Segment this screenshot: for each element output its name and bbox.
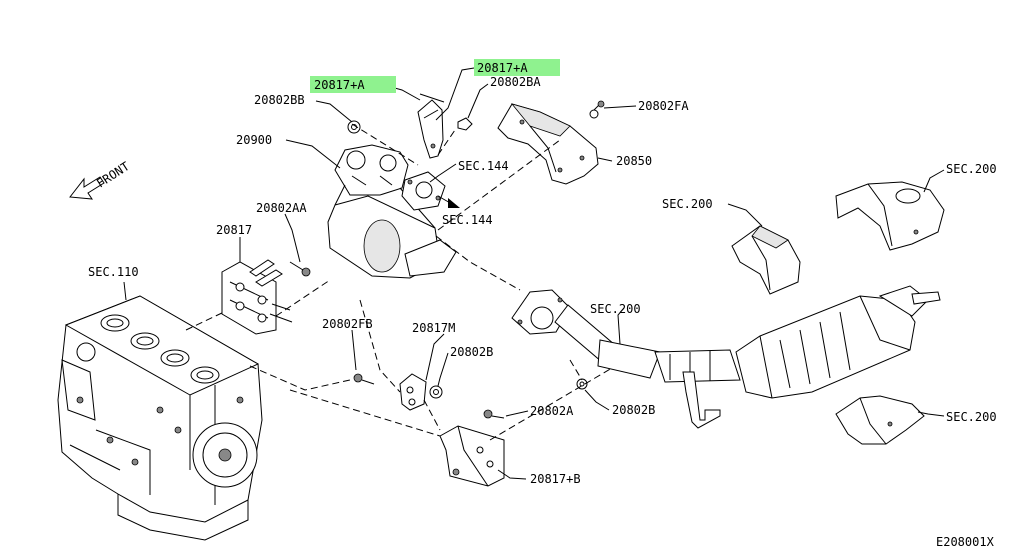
- label-20802fb[interactable]: 20802FB: [322, 317, 373, 331]
- label-20802a[interactable]: 20802A: [530, 404, 574, 418]
- label-20802bb[interactable]: 20802BB: [254, 93, 305, 107]
- manifold-catalyst-20900[interactable]: [327, 144, 457, 279]
- nut-20802ba[interactable]: [457, 117, 473, 131]
- label-20817a-left[interactable]: 20817+A: [314, 78, 365, 92]
- bracket-20817a-upper[interactable]: [417, 93, 445, 159]
- rear-catalyst: [735, 285, 941, 399]
- heat-shield-sec200-middle: [731, 225, 801, 295]
- front-label: FRONT: [94, 159, 132, 190]
- gasket-20802b-lower[interactable]: [576, 378, 588, 390]
- gasket-flange-sec144: [401, 171, 446, 211]
- label-20817[interactable]: 20817: [216, 223, 252, 237]
- label-20802fa[interactable]: 20802FA: [638, 99, 689, 113]
- bolt-20802a[interactable]: [483, 409, 505, 419]
- figure-code: E208001X: [936, 535, 995, 549]
- label-sec200-far-right[interactable]: SEC.200: [946, 162, 997, 176]
- gasket-20802b-upper[interactable]: [429, 385, 443, 399]
- bracket-20817[interactable]: [221, 259, 293, 335]
- label-20817a-right[interactable]: 20817+A: [477, 61, 528, 75]
- highlight-20817a-left: [310, 76, 396, 93]
- engine-block: [57, 295, 263, 541]
- bracket-20817b-lower[interactable]: [439, 425, 505, 487]
- label-sec200-heatshield[interactable]: SEC.200: [662, 197, 713, 211]
- label-sec144-upper[interactable]: SEC.144: [458, 159, 509, 173]
- label-20817m[interactable]: 20817M: [412, 321, 455, 335]
- stay-20817m[interactable]: [399, 373, 427, 411]
- label-20900[interactable]: 20900: [236, 133, 272, 147]
- label-20802aa[interactable]: 20802AA: [256, 201, 307, 215]
- front-direction-arrow: [69, 176, 105, 200]
- heat-shield-20850[interactable]: [497, 103, 599, 185]
- bolt-20802fb[interactable]: [353, 373, 375, 385]
- arrow-to-sec144: [437, 195, 460, 208]
- front-exhaust-pipe: [511, 289, 741, 429]
- label-20850[interactable]: 20850: [616, 154, 652, 168]
- heat-shield-sec200-upper-right: [835, 181, 945, 251]
- label-sec200-lower-right[interactable]: SEC.200: [946, 410, 997, 424]
- label-sec144-lower[interactable]: SEC.144: [442, 213, 493, 227]
- bolt-20802fa[interactable]: [589, 100, 605, 119]
- bolt-20802aa[interactable]: [289, 261, 311, 277]
- heat-shield-sec200-lower-right: [835, 395, 925, 445]
- label-20802b-lower[interactable]: 20802B: [612, 403, 655, 417]
- label-sec110[interactable]: SEC.110: [88, 265, 139, 279]
- label-sec200-pipe[interactable]: SEC.200: [590, 302, 641, 316]
- assembly-dashed-lines: [185, 123, 613, 441]
- label-20802b-upper[interactable]: 20802B: [450, 345, 493, 359]
- label-20817b[interactable]: 20817+B: [530, 472, 581, 486]
- gasket-20802bb[interactable]: [347, 120, 361, 134]
- label-20802ba[interactable]: 20802BA: [490, 75, 541, 89]
- highlight-20817a-right: [474, 59, 560, 76]
